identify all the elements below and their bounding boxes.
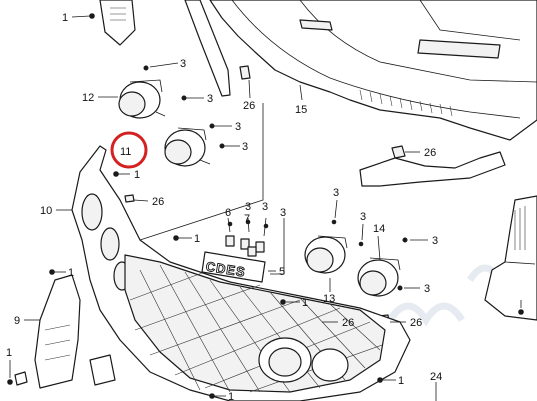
callout-1: 1: [62, 12, 68, 24]
hood-panel: [209, 0, 537, 141]
callout-3: 3: [235, 121, 241, 133]
callout-26: 26: [243, 100, 255, 112]
small-parts-bottom: [14, 354, 116, 386]
callout-labels-extra: 1 3: [398, 283, 430, 387]
callout-1: 1: [134, 169, 140, 181]
callout-1: 1: [228, 391, 234, 401]
fog-lamp-11: [164, 127, 211, 167]
callout-1: 1: [194, 233, 200, 245]
callout-12: 12: [82, 92, 94, 104]
callout-7: 7: [244, 213, 250, 225]
fog-lamp-13: [304, 235, 348, 274]
callout-26: 26: [152, 196, 164, 208]
callout-3: 3: [333, 187, 339, 199]
callout-9: 9: [14, 315, 20, 327]
leader-lines: [9, 15, 522, 401]
callout-1: 1: [302, 297, 308, 309]
callout-3: 3: [262, 201, 268, 213]
callout-6: 6: [225, 207, 231, 219]
callout-3: 3: [207, 93, 213, 105]
callout-3: 3: [432, 235, 438, 247]
callout-24: 24: [430, 371, 442, 383]
callout-26: 26: [410, 317, 422, 329]
side-cover-right: [484, 195, 537, 321]
highlight-circle: [110, 131, 148, 169]
callout-15: 15: [295, 104, 307, 116]
callout-1: 1: [6, 347, 12, 359]
clips-6-7: [225, 235, 265, 257]
fog-lamp-14: [357, 257, 401, 297]
bracket-right: [359, 151, 506, 187]
callout-3: 3: [360, 211, 366, 223]
emblem-part-5: CDES: [201, 251, 266, 283]
callout-3: 3: [280, 207, 286, 219]
bracket-upper-left: [99, 0, 136, 46]
hood-lower-strip: [184, 0, 231, 97]
callout-5: 5: [279, 266, 285, 278]
fog-lamp-12: [118, 79, 166, 119]
emblem-text: CDES: [205, 259, 247, 280]
screws: [7, 13, 524, 399]
callout-26: 26: [342, 317, 354, 329]
callout-3: 3: [242, 141, 248, 153]
callout-labels: 1 3 12 3 26 15 3 11 3 1 26 10 26 6 3 3 7…: [6, 12, 442, 401]
callout-1: 1: [398, 375, 404, 387]
callout-3: 3: [424, 283, 430, 295]
callout-11: 11: [120, 146, 131, 158]
callout-13: 13: [323, 293, 335, 305]
callout-3: 3: [245, 201, 251, 213]
side-cover-left: [34, 274, 81, 389]
lower-lamp: [258, 337, 349, 383]
callout-26: 26: [424, 147, 436, 159]
callout-1: 1: [68, 267, 74, 279]
callout-3: 3: [180, 58, 186, 70]
callout-10: 10: [40, 205, 52, 217]
callout-14: 14: [373, 223, 385, 235]
